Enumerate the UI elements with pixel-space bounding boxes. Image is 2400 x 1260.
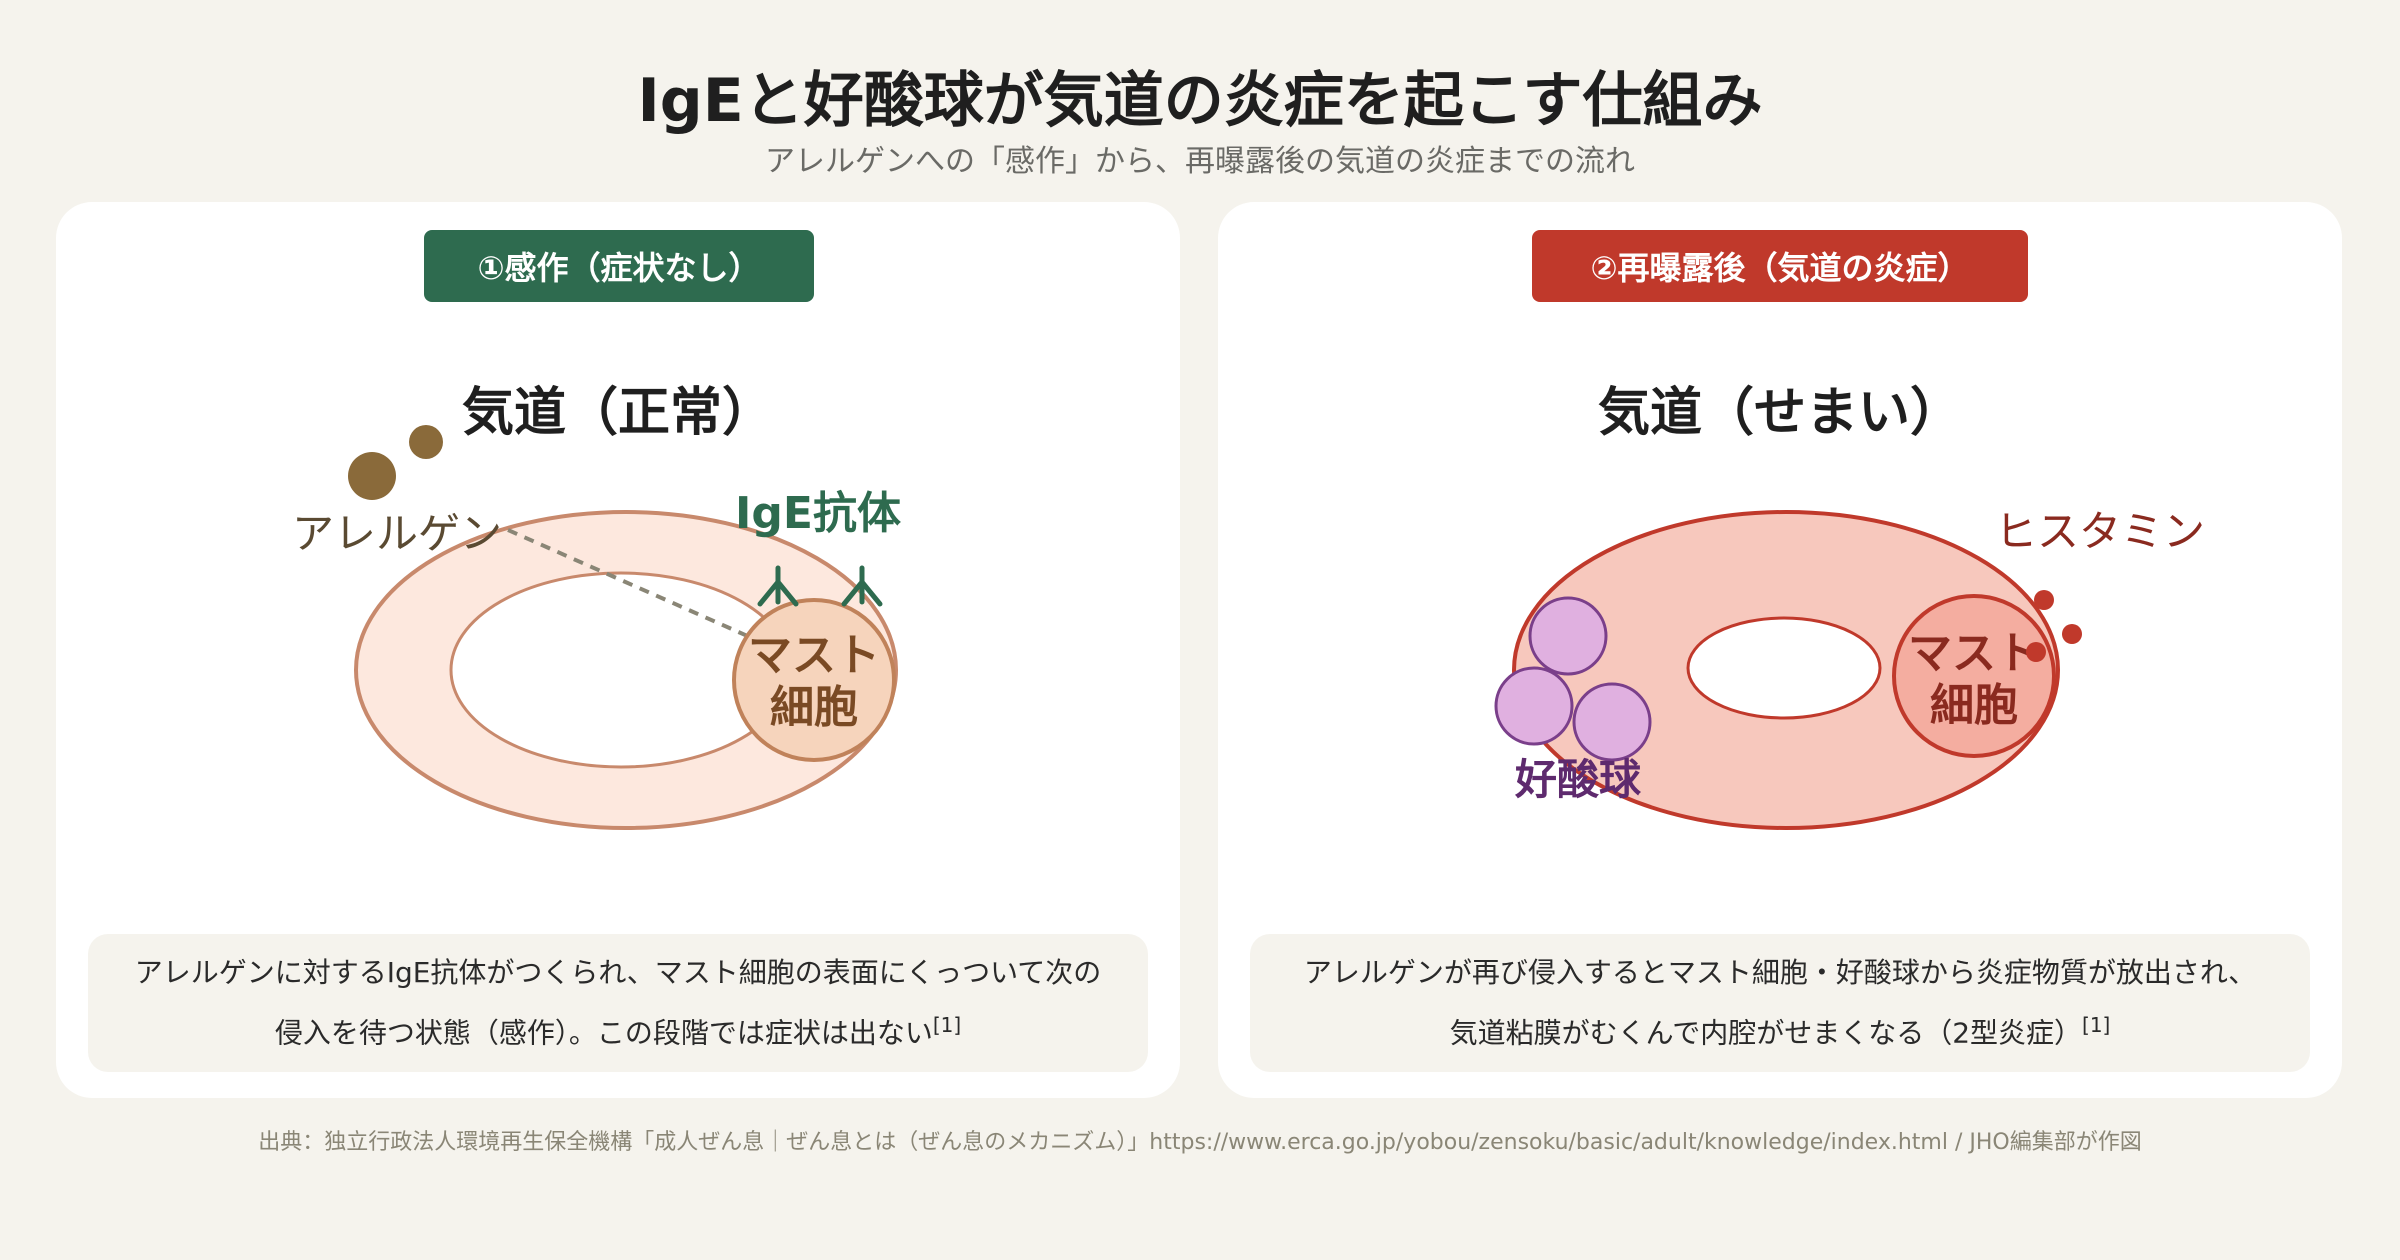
airway-title-narrow: 気道（せまい） (1597, 383, 1962, 443)
description-sensitization: アレルゲンに対するIgE抗体がつくられ、マスト細胞の表面にくっついて次の 侵入を… (88, 934, 1148, 1072)
airway-lumen-narrow (1686, 616, 1882, 720)
inflammation-diagram: マスト 細胞 ヒスタミン 好酸球 (1494, 507, 2205, 830)
mast-cell (732, 598, 896, 762)
allergen-particle (409, 425, 443, 459)
mast-cell-label-2: 細胞 (1930, 680, 2018, 731)
eosinophil-label: 好酸球 (1514, 755, 1642, 804)
mast-cell-label-2: 細胞 (770, 682, 858, 733)
description-line: 侵入を待つ状態（感作）。この段階では症状は出ない[1] (274, 1012, 962, 1050)
mast-cell-label-1: マスト (1908, 628, 2040, 679)
panel-inflammation: ②再曝露後（気道の炎症） 気道（せまい） マスト 細胞 ヒスタミン 好酸球 アレ… (1218, 202, 2342, 1098)
source-citation: 出典：独立行政法人環境再生保全機構「成人ぜん息｜ぜん息とは（ぜん息のメカニズム）… (258, 1130, 2142, 1155)
reference-mark: [1] (2082, 1012, 2111, 1037)
allergen-label: アレルゲン (292, 509, 502, 558)
description-line: アレルゲンが再び侵入するとマスト細胞・好酸球から炎症物質が放出され、 (1303, 955, 2257, 989)
allergen-path (507, 528, 753, 640)
histamine-particle (2062, 624, 2082, 644)
page-subtitle: アレルゲンへの「感作」から、再曝露後の気道の炎症までの流れ (765, 144, 1635, 179)
mast-cell-label-1: マスト (748, 630, 880, 681)
sensitization-diagram: マスト 細胞 IgE抗体 アレルゲン (292, 425, 901, 830)
ige-antibody-icon (841, 565, 883, 607)
histamine-particle (2026, 642, 2046, 662)
description-line: 気道粘膜がむくんで内腔がせまくなる（2型炎症）[1] (1449, 1012, 2111, 1050)
step-badge-inflammation: ②再曝露後（気道の炎症） (1532, 230, 2028, 302)
histamine-label: ヒスタミン (1995, 507, 2205, 556)
ige-label: IgE抗体 (735, 488, 901, 539)
eosinophil-cell (1528, 596, 1608, 676)
panel-sensitization: ①感作（症状なし） 気道（正常） マスト 細胞 IgE抗体 アレルゲン アレルゲ… (56, 202, 1180, 1098)
airway-title-normal: 気道（正常） (461, 383, 774, 443)
description-line: アレルゲンに対するIgE抗体がつくられ、マスト細胞の表面にくっついて次の (134, 955, 1102, 989)
allergen-particle (348, 452, 396, 500)
ige-antibody-icon (757, 565, 799, 607)
step-badge-sensitization: ①感作（症状なし） (424, 230, 814, 302)
eosinophil-cell (1572, 682, 1652, 762)
histamine-particle (2034, 590, 2054, 610)
description-inflammation: アレルゲンが再び侵入するとマスト細胞・好酸球から炎症物質が放出され、 気道粘膜が… (1250, 934, 2310, 1072)
page-title: IgEと好酸球が気道の炎症を起こす仕組み (637, 66, 1763, 136)
eosinophil-cell (1494, 666, 1574, 746)
mast-cell (1892, 594, 2056, 758)
reference-mark: [1] (932, 1012, 962, 1037)
